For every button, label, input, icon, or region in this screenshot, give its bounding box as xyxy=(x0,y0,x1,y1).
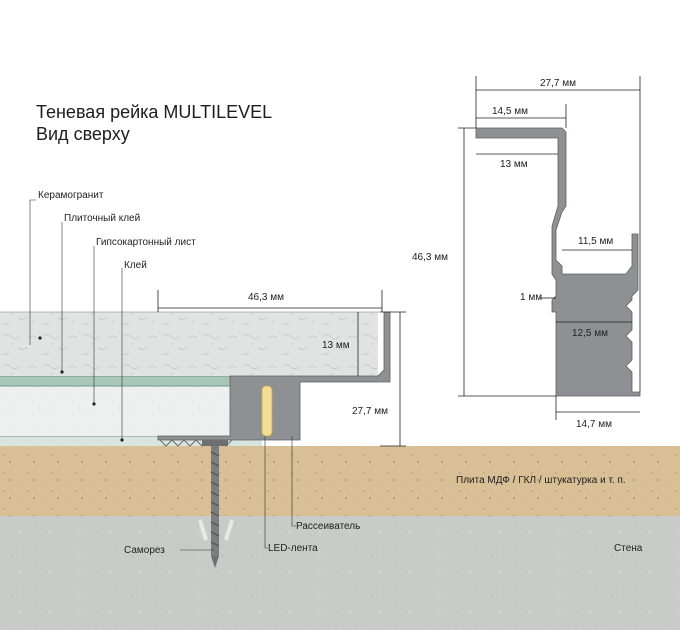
ceramic-layer xyxy=(0,312,378,376)
label-ceramic: Керамогранит xyxy=(38,190,104,201)
label-wall: Стена xyxy=(614,543,643,554)
assembly-depth-dim: 13 мм xyxy=(322,340,350,351)
label-diffuser: Рассеиватель xyxy=(296,521,360,532)
mdf-layer xyxy=(0,446,680,516)
assembly-width-dim: 46,3 мм xyxy=(248,292,284,303)
screw xyxy=(198,440,234,568)
profile-base-width-dim: 14,7 мм xyxy=(576,419,612,430)
profile-top-flange-dim: 14,5 мм xyxy=(492,106,528,117)
label-screw: Саморез xyxy=(124,545,165,556)
label-glue: Клей xyxy=(124,260,147,271)
assembly-height-dim: 27,7 мм xyxy=(352,406,388,417)
label-gypsum: Гипсокартонный лист xyxy=(96,237,196,248)
diffuser xyxy=(273,385,291,437)
profile-inner-gap-dim: 13 мм xyxy=(500,159,528,170)
profile-height-dim: 46,3 мм xyxy=(412,252,448,263)
gypsum-layer xyxy=(0,386,262,436)
assembly-profile xyxy=(157,311,391,441)
label-led: LED-лента xyxy=(268,543,318,554)
wall-layer xyxy=(0,516,680,630)
label-mdf: Плита МДФ / ГКЛ / штукатурка и т. п. xyxy=(456,475,626,486)
title-line-2: Вид сверху xyxy=(36,124,130,144)
profile-channel-width-dim: 11,5 мм xyxy=(578,236,613,247)
title-line-1: Теневая рейка MULTILEVEL xyxy=(36,102,272,122)
profile-detail xyxy=(475,127,641,397)
profile-lower-width-dim: 12,5 мм xyxy=(572,328,608,339)
glue-layer xyxy=(0,436,262,446)
label-tile-glue: Плиточный клей xyxy=(64,213,140,224)
tile-glue-layer xyxy=(0,376,262,386)
profile-wall-dim: 1 мм xyxy=(520,292,542,303)
profile-total-width-dim: 27,7 мм xyxy=(540,78,576,89)
led-strip xyxy=(261,385,273,437)
